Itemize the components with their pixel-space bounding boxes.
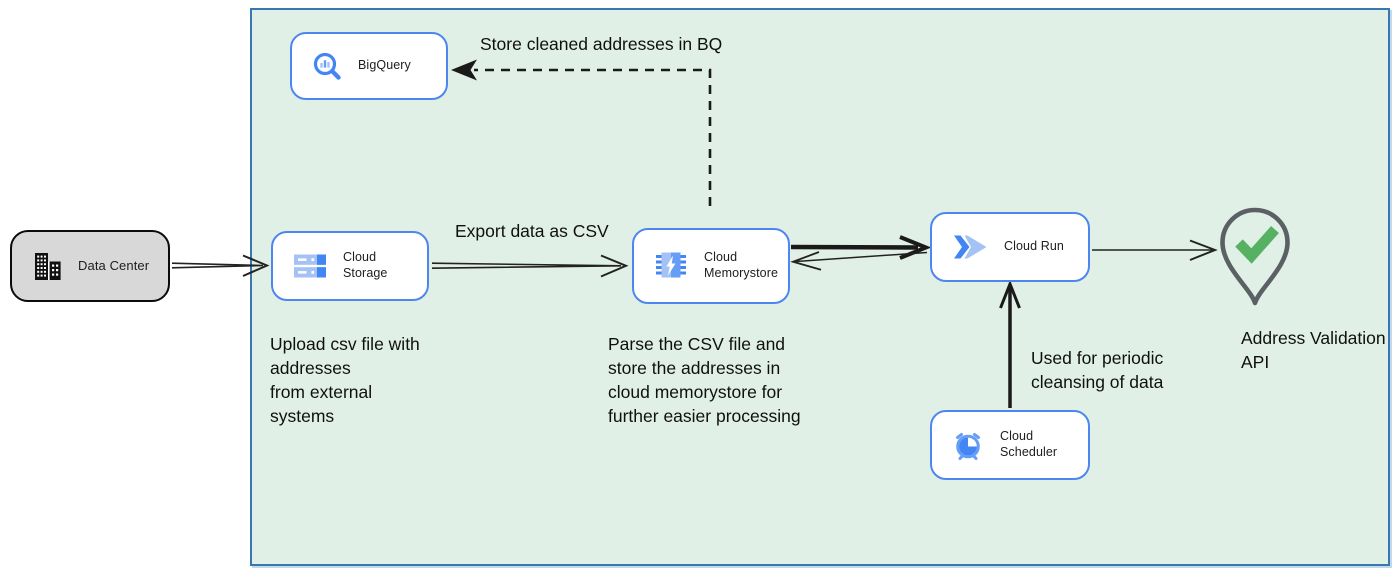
storage-buckets-icon bbox=[293, 252, 327, 280]
node-cloud-run[interactable]: Cloud Run bbox=[930, 212, 1090, 282]
gcp-boundary-container bbox=[250, 8, 1390, 566]
map-pin-check-icon bbox=[1220, 207, 1290, 306]
node-cloud-storage[interactable]: Cloud Storage bbox=[271, 231, 429, 301]
edge-label-store-bq: Store cleaned addresses in BQ bbox=[480, 34, 723, 54]
node-label-bigquery: BigQuery bbox=[358, 58, 411, 73]
note-parse-csv: Parse the CSV file and store the address… bbox=[608, 334, 801, 426]
cloud-run-chevrons-icon bbox=[952, 233, 988, 261]
node-cloud-memorystore[interactable]: Cloud Memorystore bbox=[632, 228, 790, 304]
node-bigquery[interactable]: BigQuery bbox=[290, 32, 448, 100]
bigquery-magnifier-icon bbox=[312, 51, 342, 81]
address-validation-pin[interactable] bbox=[1218, 206, 1292, 313]
node-label-cloud-run: Cloud Run bbox=[1004, 239, 1064, 254]
node-cloud-scheduler[interactable]: Cloud Scheduler bbox=[930, 410, 1090, 480]
edge-label-periodic-cleansing: Used for periodic cleansing of data bbox=[1031, 348, 1164, 392]
node-label-cloud-scheduler: Cloud Scheduler bbox=[1000, 429, 1058, 459]
node-label-cloud-memorystore: Cloud Memorystore bbox=[704, 250, 779, 280]
scheduler-alarm-clock-icon bbox=[952, 430, 984, 461]
node-label-cloud-storage: Cloud Storage bbox=[343, 250, 388, 280]
memorystore-chip-icon bbox=[654, 251, 688, 281]
building-icon bbox=[32, 251, 62, 281]
node-data-center[interactable]: Data Center bbox=[10, 230, 170, 302]
note-upload-csv: Upload csv file with addresses from exte… bbox=[270, 334, 420, 426]
address-validation-api-label: Address Validation API bbox=[1241, 328, 1386, 372]
node-label-data-center: Data Center bbox=[78, 257, 150, 273]
edge-label-export-csv: Export data as CSV bbox=[455, 221, 609, 241]
